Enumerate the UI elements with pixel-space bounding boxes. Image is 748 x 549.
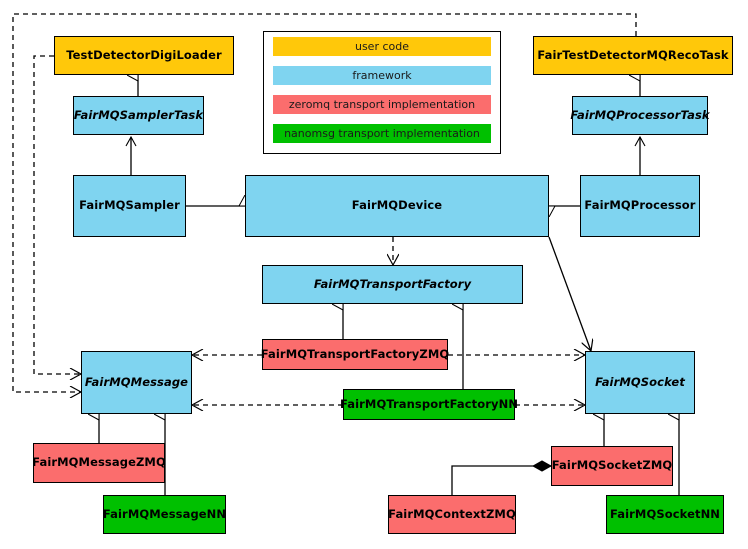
legend-label-user-code: user code	[354, 40, 410, 53]
class-node-fairmq-device[interactable]: FairMQDevice	[245, 175, 549, 237]
class-label: FairMQSamplerTask	[73, 107, 204, 122]
legend-item-nanomsg: nanomsg transport implementation	[273, 124, 491, 143]
class-node-fairmq-socket[interactable]: FairMQSocket	[585, 351, 695, 414]
class-label: FairMQMessageNN	[102, 506, 227, 521]
legend-item-zeromq: zeromq transport implementation	[273, 95, 491, 114]
legend-item-framework: framework	[273, 66, 491, 85]
class-node-fairmq-sampler[interactable]: FairMQSampler	[73, 175, 186, 237]
class-label: FairMQTransportFactory	[313, 276, 472, 291]
class-node-fairmq-processor[interactable]: FairMQProcessor	[580, 175, 700, 237]
class-label: FairMQMessage	[84, 374, 189, 389]
class-node-fairmq-socket-nn[interactable]: FairMQSocketNN	[606, 495, 724, 534]
class-label: FairMQTransportFactoryZMQ	[260, 346, 450, 361]
legend-label-nanomsg: nanomsg transport implementation	[284, 127, 480, 140]
class-label: TestDetectorDigiLoader	[66, 47, 222, 62]
class-node-fairmq-transport-factory[interactable]: FairMQTransportFactory	[262, 265, 523, 304]
class-node-fairmq-context-zmq[interactable]: FairMQContextZMQ	[388, 495, 516, 534]
class-node-fairmq-processor-task[interactable]: FairMQProcessorTask	[570, 96, 710, 135]
class-label: FairTestDetectorMQRecoTask	[537, 47, 729, 62]
class-node-fairmq-transport-factory-zmq[interactable]: FairMQTransportFactoryZMQ	[260, 339, 450, 370]
class-node-fairmq-socket-zmq[interactable]: FairMQSocketZMQ	[551, 446, 673, 486]
class-node-fairmq-message-zmq[interactable]: FairMQMessageZMQ	[32, 443, 166, 483]
class-node-fairmq-transport-factory-nn[interactable]: FairMQTransportFactoryNN	[339, 389, 519, 420]
edge-contextzmq-socketzmq	[451, 466, 551, 495]
class-label: FairMQProcessorTask	[570, 107, 710, 122]
edge-recotask-message	[12, 13, 637, 392]
class-label: FairMQMessageZMQ	[32, 455, 166, 470]
class-node-fairmq-sampler-task[interactable]: FairMQSamplerTask	[73, 96, 204, 135]
class-node-fairmq-message[interactable]: FairMQMessage	[81, 351, 192, 414]
legend-label-framework: framework	[352, 69, 412, 82]
class-node-test-detector-digi-loader[interactable]: TestDetectorDigiLoader	[54, 36, 234, 75]
legend-label-zeromq: zeromq transport implementation	[288, 98, 476, 111]
edge-device-socket	[548, 236, 591, 351]
class-label: FairMQSocket	[595, 374, 685, 389]
class-label: FairMQProcessor	[584, 198, 696, 213]
class-label: FairMQSocketNN	[609, 506, 721, 521]
class-label: FairMQDevice	[351, 198, 443, 213]
class-label: FairMQContextZMQ	[388, 506, 516, 521]
class-label: FairMQTransportFactoryNN	[339, 396, 519, 411]
class-node-fair-test-detector-mq-reco-task[interactable]: FairTestDetectorMQRecoTask	[533, 36, 733, 75]
class-label: FairMQSocketZMQ	[551, 458, 673, 473]
edge-digiloader-message	[33, 55, 81, 374]
legend-item-user-code: user code	[273, 37, 491, 56]
class-label: FairMQSampler	[79, 198, 180, 213]
class-node-fairmq-message-nn[interactable]: FairMQMessageNN	[103, 495, 226, 534]
